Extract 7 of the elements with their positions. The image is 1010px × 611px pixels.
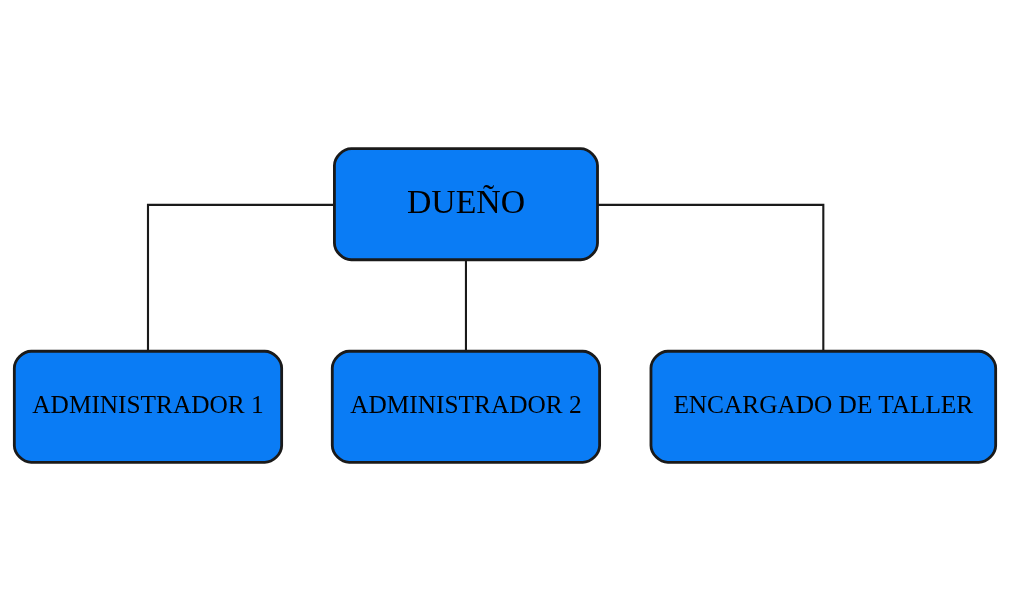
node-box: ADMINISTRADOR 1 bbox=[12, 349, 284, 464]
connector bbox=[464, 260, 467, 352]
connector bbox=[598, 203, 825, 352]
node-box: ENCARGADO DE TALLER bbox=[649, 349, 998, 464]
node-box: DUEÑO bbox=[333, 147, 599, 262]
connector bbox=[146, 203, 335, 352]
node-box: ADMINISTRADOR 2 bbox=[330, 349, 602, 464]
